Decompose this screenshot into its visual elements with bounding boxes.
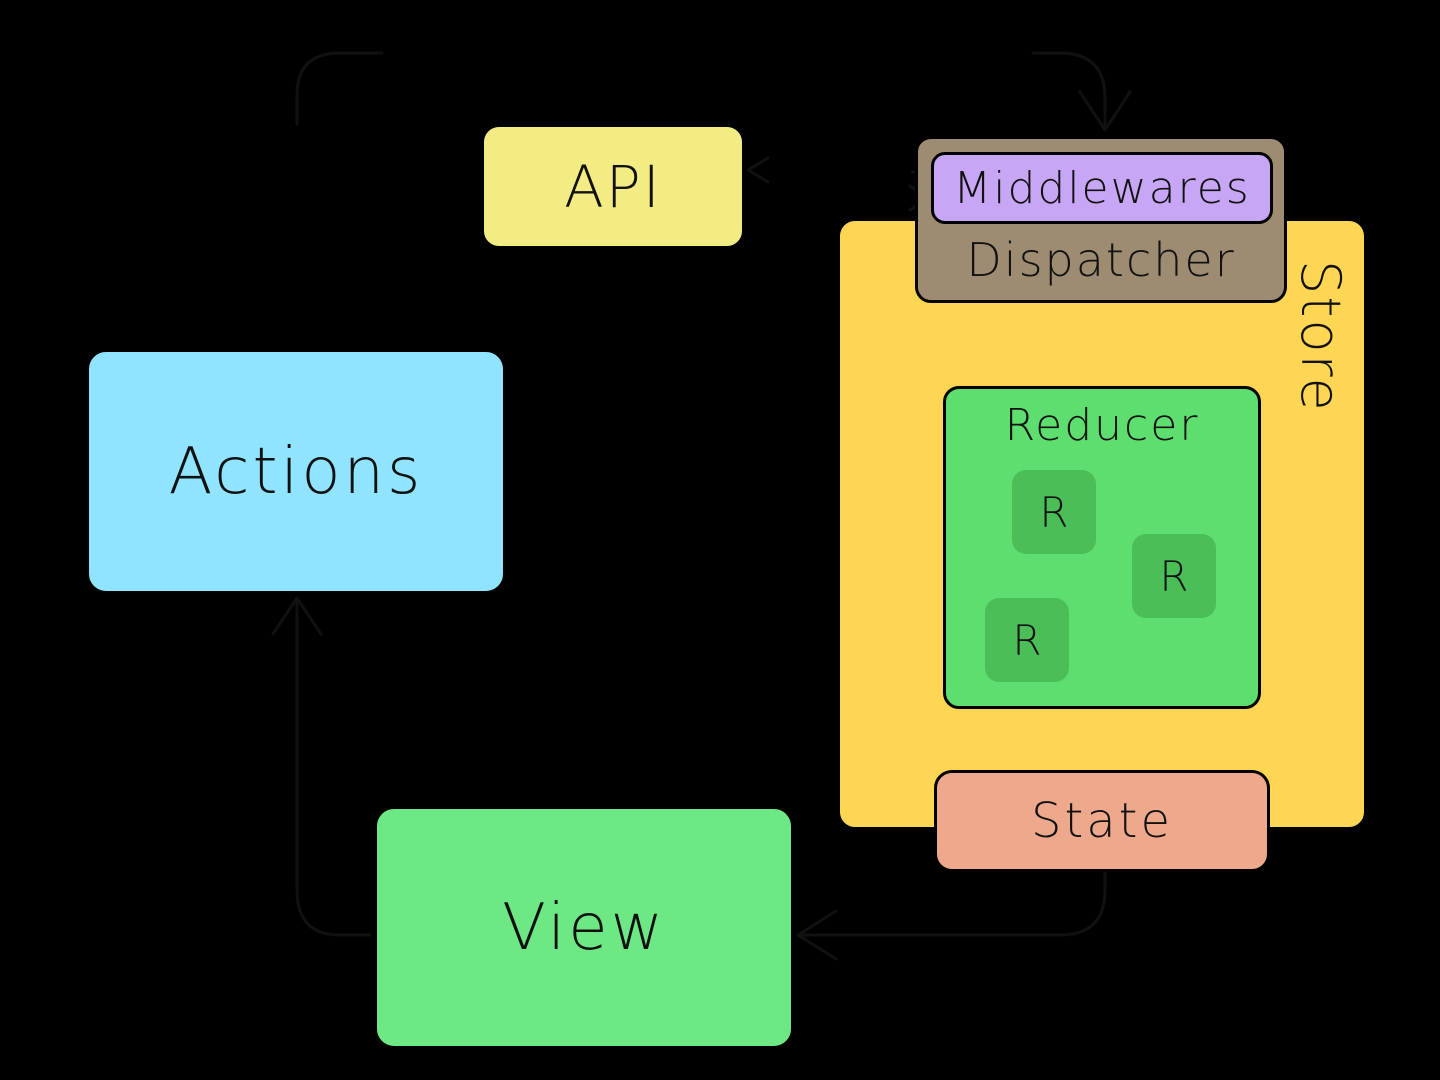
view-box: View [374, 806, 794, 1049]
actions-box: Actions [86, 349, 506, 594]
state-box: State [934, 770, 1270, 872]
chevron-arrow-icon [1078, 90, 1132, 132]
connector-actions-to-dispatcher [295, 51, 384, 126]
chevron-arrow-icon [796, 909, 838, 961]
store-label: Store [1289, 260, 1352, 413]
view-label: View [502, 890, 666, 965]
api-label: API [564, 152, 662, 221]
chevron-arrow-icon [746, 156, 770, 184]
connector-top-to-dispatcher [1031, 51, 1107, 130]
middlewares-label: Middlewares [953, 162, 1251, 214]
connector-view-to-actions [295, 598, 372, 937]
reducer-item: R [1012, 470, 1096, 554]
connector-state-to-view [796, 870, 1107, 937]
dispatcher-label: Dispatcher [966, 233, 1236, 287]
api-box: API [481, 124, 745, 249]
actions-label: Actions [168, 434, 424, 509]
middlewares-box: Middlewares [931, 152, 1273, 224]
reducer-item: R [985, 598, 1069, 682]
state-label: State [1030, 793, 1174, 849]
reducer-item: R [1132, 534, 1216, 618]
reducer-label: Reducer [1004, 400, 1200, 451]
chevron-arrow-icon [271, 596, 323, 636]
